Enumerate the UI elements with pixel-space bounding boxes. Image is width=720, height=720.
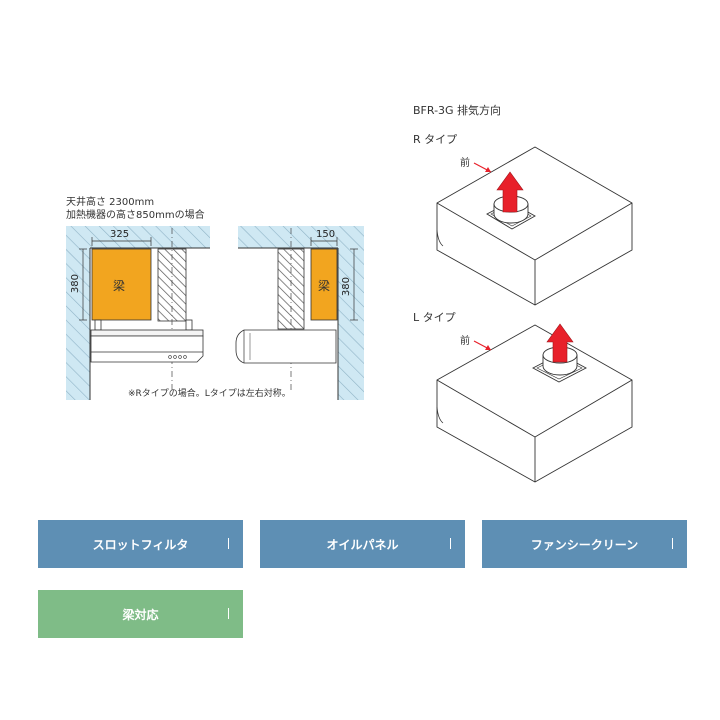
oil-panel-button[interactable]: オイルパネル (260, 520, 465, 568)
divider-icon (450, 538, 451, 549)
fancy-clean-button[interactable]: ファンシークリーン (482, 520, 687, 568)
slot-filter-button[interactable]: スロットフィルタ (38, 520, 243, 568)
beam-label-left: 梁 (113, 279, 126, 293)
fancy-clean-label: ファンシークリーン (530, 537, 639, 552)
beam-label-right: 梁 (318, 279, 331, 293)
oil-panel-label: オイルパネル (326, 537, 399, 552)
r-type-hood (436, 146, 633, 306)
dimension-width-left: 325 (110, 229, 130, 240)
ceiling-left (66, 226, 210, 248)
l-type-label: L タイプ (413, 311, 456, 324)
r-type-label: R タイプ (413, 133, 458, 146)
beam-left (91, 248, 152, 321)
slot-filter-label: スロットフィルタ (92, 537, 189, 552)
beam-right (310, 248, 338, 321)
caption-ceiling-height: 天井高さ 2300mm (66, 197, 155, 208)
dimension-height-right: 380 (341, 277, 352, 297)
symmetry-note: ※Rタイプの場合。Lタイプは左右対称。 (128, 389, 291, 399)
right-section (235, 226, 364, 400)
divider-icon (228, 538, 229, 549)
l-front-label: 前 (460, 336, 470, 347)
r-front-label: 前 (460, 158, 470, 169)
wall-right (338, 226, 364, 400)
wall-left (66, 226, 90, 400)
caption-appliance-height: 加熱機器の高さ850mmの場合 (66, 210, 205, 221)
divider-icon (228, 608, 229, 619)
exhaust-arrow-icon (496, 171, 524, 213)
left-section (66, 226, 210, 400)
beam-support-button[interactable]: 梁対応 (38, 590, 243, 638)
range-hood-side (235, 329, 337, 364)
ceiling-right (238, 226, 364, 248)
beam-support-label: 梁対応 (122, 607, 159, 622)
dimension-width-right: 150 (316, 229, 336, 240)
range-hood-front (90, 329, 204, 337)
exhaust-direction-title: BFR-3G 排気方向 (413, 104, 502, 117)
divider-icon (672, 538, 673, 549)
dimension-height-left: 380 (70, 274, 81, 294)
exhaust-arrow-icon (546, 323, 574, 363)
l-type-hood (436, 323, 633, 483)
